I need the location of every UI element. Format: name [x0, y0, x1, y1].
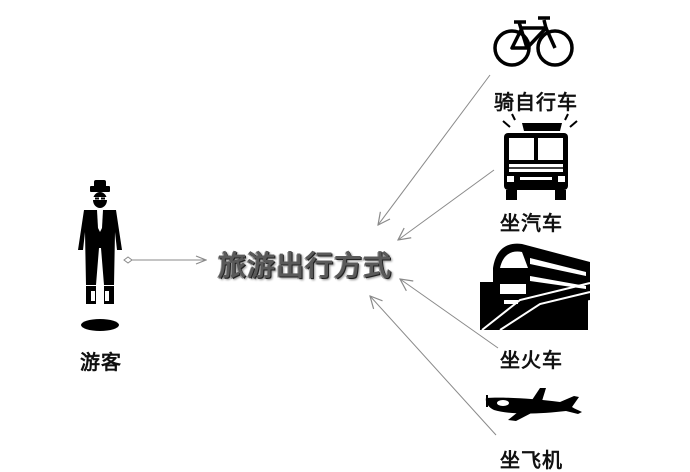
bus-connector — [398, 169, 495, 240]
fire-truck-icon — [502, 113, 578, 200]
plane-connector — [370, 296, 497, 436]
center-node-label: 旅游出行方式 — [218, 249, 393, 282]
mode-label-plane: 坐飞机 — [500, 448, 563, 472]
tourist-label: 游客 — [80, 350, 122, 374]
tourist-icon — [78, 180, 122, 331]
train-icon — [480, 243, 591, 331]
mode-label-bicycle: 骑自行车 — [494, 90, 578, 114]
airplane-icon — [485, 388, 582, 421]
bicycle-icon — [493, 16, 574, 67]
bicycle-connector — [378, 74, 491, 225]
train-connector — [400, 279, 499, 349]
mode-label-bus: 坐汽车 — [500, 211, 563, 235]
mode-label-train: 坐火车 — [500, 348, 563, 372]
